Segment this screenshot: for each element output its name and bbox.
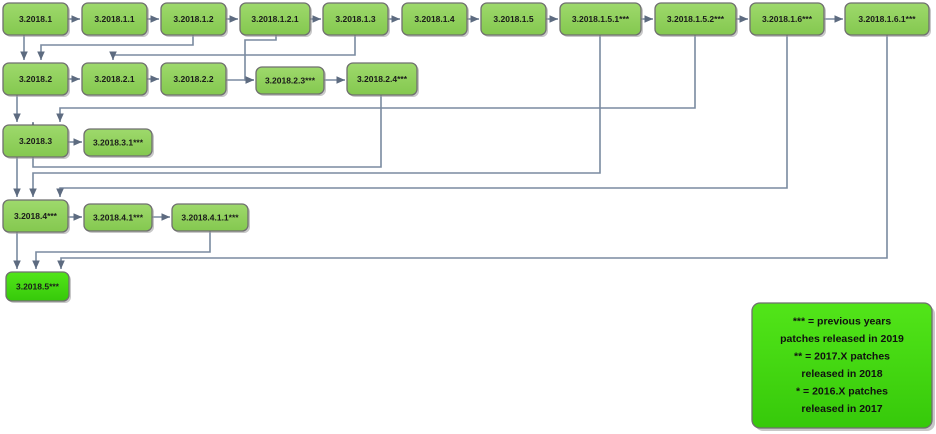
node-n-3-2018-1-1[interactable]: 3.2018.1.1 [81, 2, 149, 37]
row-5: 3.2018.5*** [5, 271, 71, 303]
node-n-3-2018-3[interactable]: 3.2018.3 [2, 124, 70, 159]
node-n-3-2018-1-5-2[interactable]: 3.2018.1.5.2*** [654, 2, 738, 37]
node-box[interactable] [480, 2, 547, 36]
row-1: 3.2018.1 3.2018.1.1 3.2018.1.2 3.2018.1.2.1… [2, 2, 931, 37]
node-n-3-2018-2-3[interactable]: 3.2018.2.3*** [255, 66, 326, 96]
node-n-3-2018-4[interactable]: 3.2018.4*** [2, 199, 70, 234]
node-box[interactable] [346, 62, 418, 96]
connector-c-1-3-to-2-1 [109, 35, 356, 60]
row-3: 3.2018.3 3.2018.3.1*** [2, 124, 154, 159]
node-box[interactable] [239, 2, 311, 36]
node-box[interactable] [559, 2, 642, 36]
row-4: 3.2018.4*** 3.2018.4.1*** 3.2018.4.1.1*** [2, 199, 250, 234]
node-n-3-2018-1-5-1[interactable]: 3.2018.1.5.1*** [559, 2, 643, 37]
node-box[interactable] [160, 2, 227, 36]
row-2: 3.2018.2 3.2018.2.1 3.2018.2.2 3.2018.2.3**… [2, 62, 419, 97]
node-n-3-2018-1-3[interactable]: 3.2018.1.3 [322, 2, 390, 37]
node-n-3-2018-1-5[interactable]: 3.2018.1.5 [480, 2, 548, 37]
node-box[interactable] [401, 2, 468, 36]
connector-c-1-6-1-to-5 [57, 35, 888, 269]
node-box[interactable] [83, 203, 153, 232]
node-box[interactable] [255, 66, 325, 95]
node-box[interactable] [2, 62, 69, 96]
connector-c-1-2-1-to-2-3 [244, 35, 277, 84]
node-box[interactable] [749, 2, 825, 36]
node-box[interactable] [5, 271, 70, 302]
node-box[interactable] [322, 2, 389, 36]
connector-c-1-2-to-2 [37, 35, 194, 60]
node-box[interactable] [171, 203, 249, 232]
connector-layer [13, 15, 888, 269]
connector-c-4-1-1-to-5 [32, 231, 211, 269]
legend-box [751, 302, 933, 429]
node-box[interactable] [2, 124, 69, 158]
node-n-3-2018-1-4[interactable]: 3.2018.1.4 [401, 2, 469, 37]
node-n-3-2018-1-6-1[interactable]: 3.2018.1.6.1*** [844, 2, 931, 37]
connector-c-1-5-1-to-4 [29, 35, 601, 197]
node-box[interactable] [81, 2, 148, 36]
node-n-3-2018-4-1[interactable]: 3.2018.4.1*** [83, 203, 154, 233]
node-box[interactable] [654, 2, 737, 36]
connector-c-1-5-2-to-3 [56, 35, 696, 122]
node-n-3-2018-4-1-1[interactable]: 3.2018.4.1.1*** [171, 203, 250, 233]
node-box[interactable] [844, 2, 930, 36]
node-box[interactable] [83, 128, 153, 157]
node-box[interactable] [81, 62, 148, 96]
node-n-3-2018-2-2[interactable]: 3.2018.2.2 [160, 62, 228, 97]
node-n-3-2018-2-4[interactable]: 3.2018.2.4*** [346, 62, 419, 97]
node-n-3-2018-1-2-1[interactable]: 3.2018.1.2.1 [239, 2, 312, 37]
node-box[interactable] [160, 62, 227, 96]
node-n-3-2018-2[interactable]: 3.2018.2 [2, 62, 70, 97]
node-n-3-2018-2-1[interactable]: 3.2018.2.1 [81, 62, 149, 97]
node-n-3-2018-5[interactable]: 3.2018.5*** [5, 271, 71, 303]
node-n-3-2018-3-1[interactable]: 3.2018.3.1*** [83, 128, 154, 158]
connector-c-1-6-to-4 [56, 35, 788, 197]
node-box[interactable] [2, 2, 69, 36]
node-n-3-2018-1-6[interactable]: 3.2018.1.6*** [749, 2, 826, 37]
node-box[interactable] [2, 199, 69, 233]
node-n-3-2018-1-2[interactable]: 3.2018.1.2 [160, 2, 228, 37]
node-n-3-2018-1[interactable]: 3.2018.1 [2, 2, 70, 37]
